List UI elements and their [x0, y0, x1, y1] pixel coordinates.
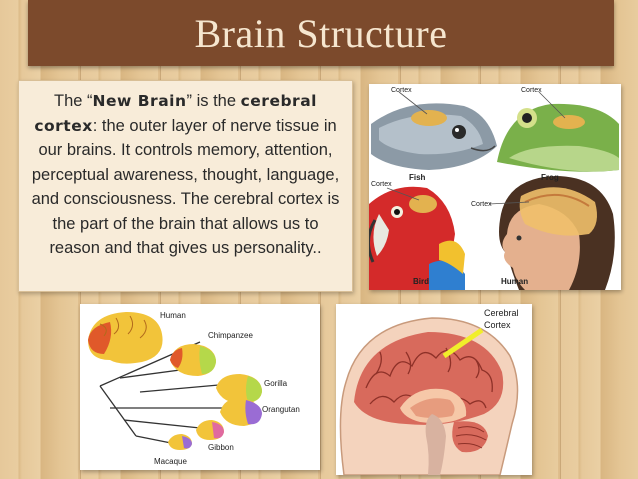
- keyword-cerebral-cortex: cerebral cortex: [34, 92, 317, 135]
- label-cortex-fish: Cortex: [391, 87, 412, 94]
- primate-brain-evolution-illustration: Human Chimpanzee Gorilla Orangutan Gibbo…: [80, 304, 320, 470]
- label-macaque: Macaque: [154, 457, 187, 466]
- description-box: The “New Brain” is the cerebral cortex: …: [18, 80, 353, 292]
- label-chimpanzee: Chimpanzee: [208, 331, 253, 340]
- label-fish: Fish: [409, 173, 426, 182]
- label-human: Human: [160, 311, 186, 320]
- label-human: Human: [501, 277, 528, 286]
- description-text: The “: [54, 92, 93, 110]
- label-orangutan: Orangutan: [262, 405, 300, 414]
- gorilla-brain: [216, 374, 262, 404]
- human-head-illustration: [499, 176, 615, 290]
- cortex-pointer: [442, 327, 484, 359]
- frog-illustration: [497, 103, 619, 172]
- chimpanzee-brain: [170, 344, 216, 376]
- label-cortex-frog: Cortex: [521, 87, 542, 94]
- label-gibbon: Gibbon: [208, 443, 234, 452]
- gibbon-brain: [196, 420, 224, 440]
- fish-illustration: [371, 103, 497, 170]
- brain-cross-section-illustration: Cerebral Cortex: [336, 304, 532, 475]
- human-brain: [88, 312, 163, 364]
- label-frog: Frog: [541, 173, 559, 182]
- label-cerebral: Cerebral: [484, 308, 519, 318]
- description-text: ” is the: [186, 92, 241, 110]
- description-text: : the outer layer of nerve tissue in our…: [31, 116, 340, 258]
- orangutan-brain: [220, 398, 262, 426]
- bird-illustration: [369, 186, 465, 290]
- label-bird: Bird: [413, 277, 429, 286]
- species-brain-illustration: Cortex Cortex Cortex Cortex Fish Frog Bi…: [369, 84, 621, 290]
- slide-title: Brain Structure: [194, 10, 448, 56]
- label-gorilla: Gorilla: [264, 379, 288, 388]
- title-banner: Brain Structure: [28, 0, 614, 66]
- macaque-brain: [168, 434, 192, 450]
- keyword-new-brain: New Brain: [92, 92, 187, 110]
- label-cortex-bird: Cortex: [371, 181, 392, 188]
- label-cortex-human: Cortex: [471, 201, 492, 208]
- label-cortex: Cortex: [484, 320, 511, 330]
